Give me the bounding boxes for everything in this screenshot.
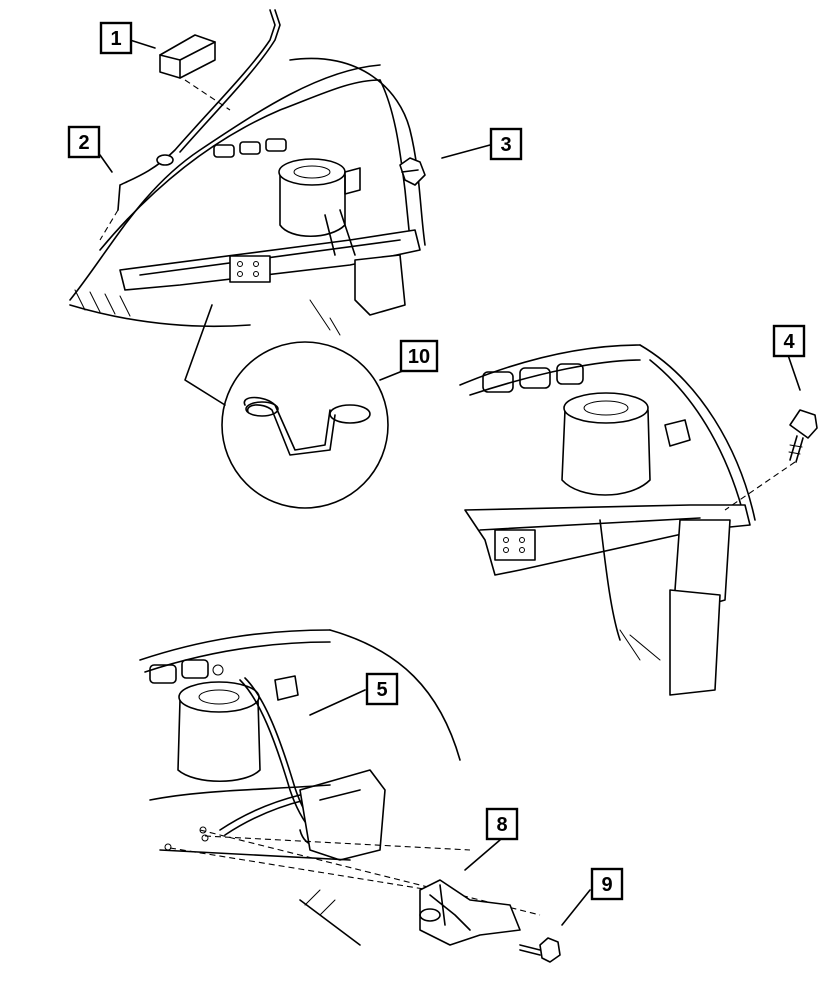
right-view [459,344,818,696]
top-view [69,9,426,406]
callout-5: 5 [365,672,399,706]
callout-10-label: 10 [408,346,430,368]
callout-1: 1 [99,21,133,55]
callout-3-label: 3 [500,134,511,156]
bottom-view [139,629,561,963]
leader-lines [99,39,801,926]
callout-2-label: 2 [78,132,89,154]
callout-1-label: 1 [110,28,121,50]
callout-3: 3 [489,127,523,161]
callout-10: 10 [399,339,439,373]
callout-2: 2 [67,125,101,159]
callout-9-label: 9 [601,874,612,896]
callout-4: 4 [772,324,806,358]
detail-circle-clip [221,341,389,509]
callout-9: 9 [590,867,624,901]
callout-8: 8 [485,807,519,841]
callout-4-label: 4 [783,331,795,353]
callout-8-label: 8 [496,814,507,836]
callout-5-label: 5 [376,679,387,701]
